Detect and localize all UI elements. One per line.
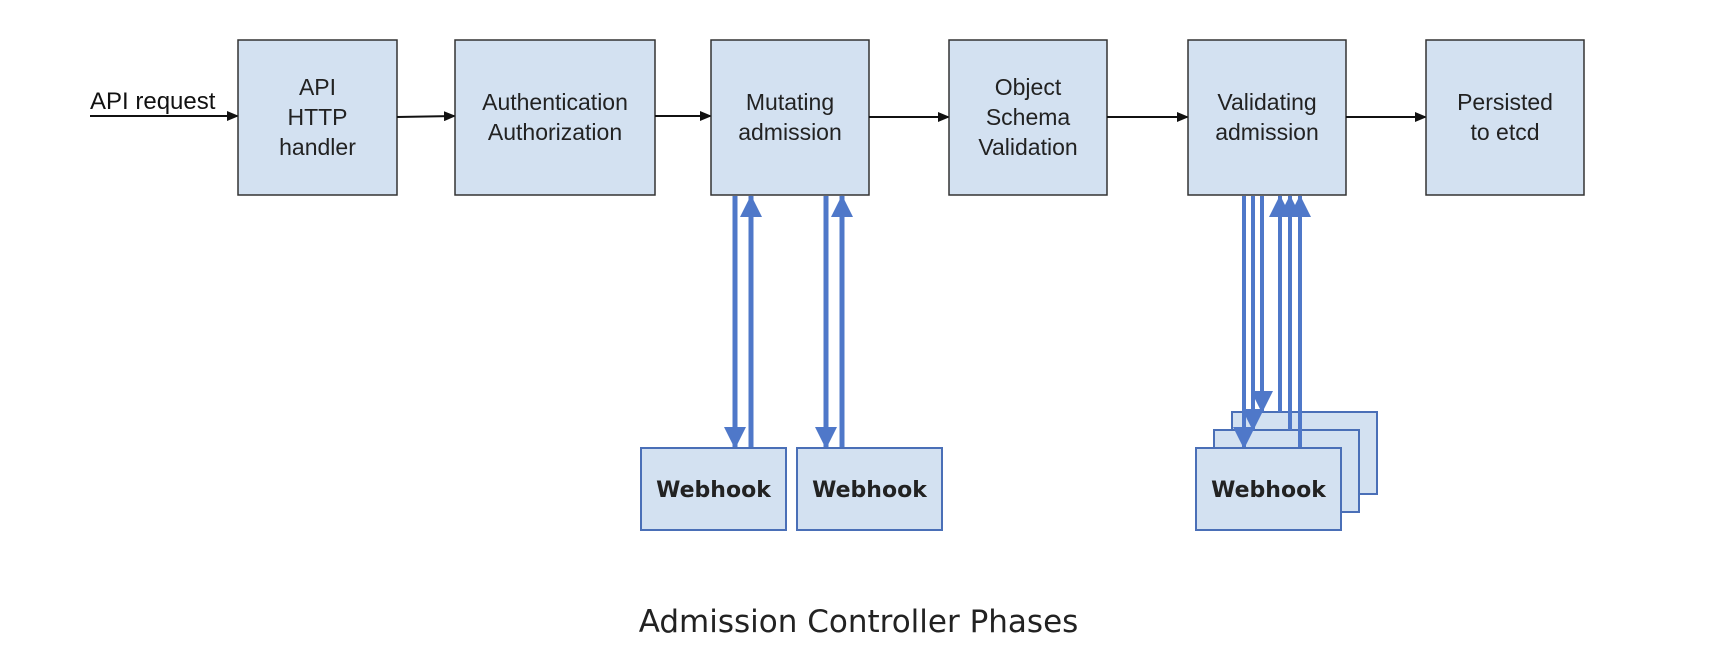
mutating-webhook-2: Webhook	[796, 447, 943, 531]
svg-text:Validation: Validation	[978, 134, 1077, 160]
api-request-label: API request	[90, 88, 216, 115]
validating-webhook: Webhook	[1195, 447, 1342, 531]
svg-text:Authentication: Authentication	[482, 89, 628, 115]
mutating-webhook-1: Webhook	[640, 447, 787, 531]
diagram-caption: Admission Controller Phases	[638, 604, 1079, 640]
stage-persisted-to-etcd: Persisted to etcd	[1425, 39, 1585, 196]
svg-text:Webhook: Webhook	[656, 478, 772, 503]
svg-text:Webhook: Webhook	[1211, 478, 1327, 503]
stage-api-http-handler: API HTTP handler	[237, 39, 398, 196]
stage-object-schema-validation: Object Schema Validation	[948, 39, 1108, 196]
svg-text:handler: handler	[279, 134, 356, 160]
mutating-webhook-arrows	[724, 195, 853, 449]
svg-text:admission: admission	[738, 119, 842, 145]
svg-text:Webhook: Webhook	[812, 478, 928, 503]
svg-text:admission: admission	[1215, 119, 1319, 145]
svg-text:Validating: Validating	[1217, 89, 1316, 115]
svg-text:Authorization: Authorization	[488, 119, 622, 145]
flow-arrow-1	[396, 111, 456, 122]
validating-webhook-arrows	[1233, 195, 1311, 449]
svg-text:Object: Object	[995, 74, 1062, 100]
svg-text:API: API	[299, 74, 336, 100]
stage-validating-admission: Validating admission	[1187, 39, 1347, 196]
stage-mutating-admission: Mutating admission	[710, 39, 870, 196]
svg-text:Persisted: Persisted	[1457, 89, 1553, 115]
svg-text:Schema: Schema	[986, 104, 1071, 130]
stage-authentication-authorization: Authentication Authorization	[454, 39, 656, 196]
svg-text:HTTP: HTTP	[287, 104, 347, 130]
svg-text:to etcd: to etcd	[1470, 119, 1539, 145]
svg-text:Mutating: Mutating	[746, 89, 834, 115]
